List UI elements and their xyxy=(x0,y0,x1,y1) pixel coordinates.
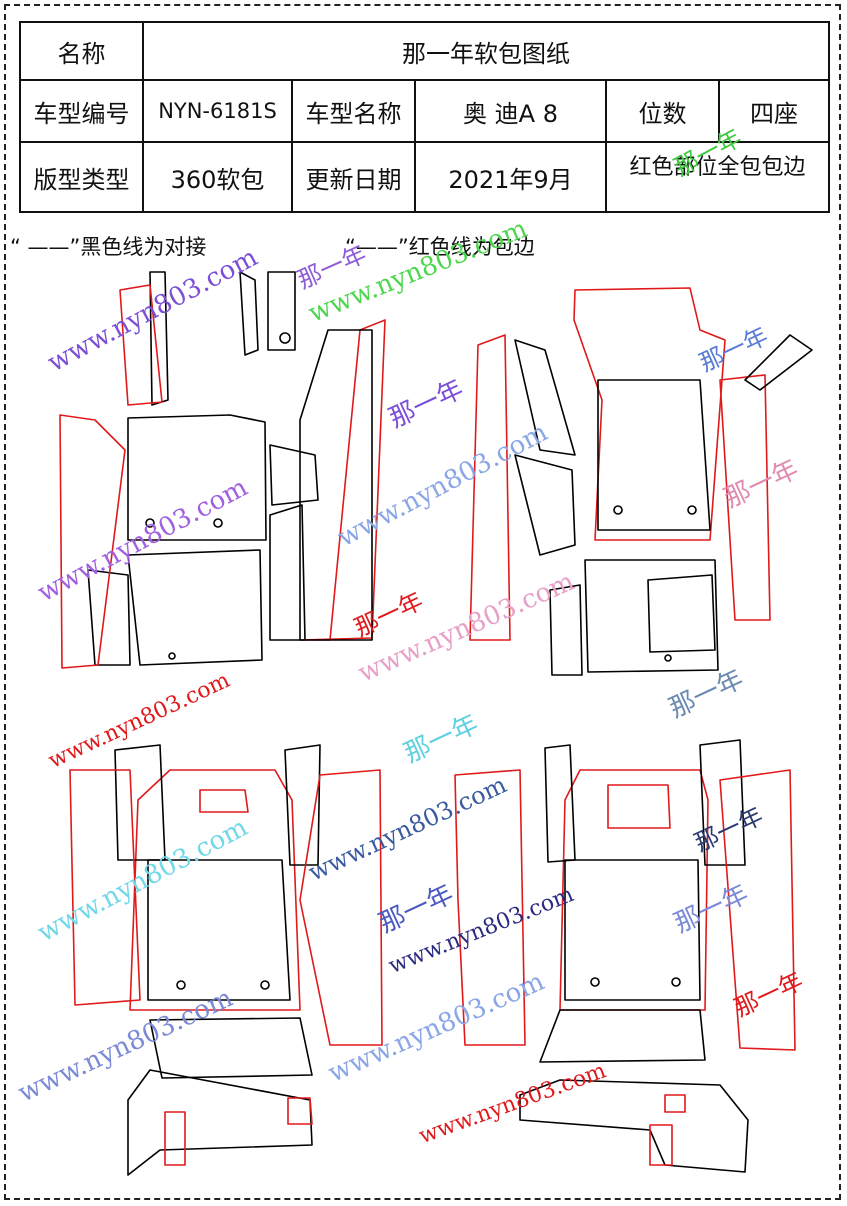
legend-red-line: “——”红色线为包边 xyxy=(345,235,535,259)
update-date: 2021年9月 xyxy=(414,141,607,213)
label-seats: 位数 xyxy=(605,79,720,143)
pattern-front-right xyxy=(469,287,813,676)
spec-table: 名称 那一年软包图纸 车型编号 NYN-6181S 车型名称 奥 迪A 8 位数… xyxy=(19,21,830,213)
pattern-type: 360软包 xyxy=(142,141,293,213)
label-model-name: 车型名称 xyxy=(291,79,416,143)
legend-black-line: “ ——”黑色线为对接 xyxy=(10,235,207,259)
label-update-date: 更新日期 xyxy=(291,141,416,213)
seat-count: 四座 xyxy=(718,79,830,143)
model-name: 奥 迪A 8 xyxy=(414,79,607,143)
pattern-rear-right xyxy=(454,739,796,1173)
label-model-code: 车型编号 xyxy=(19,79,144,143)
page-border xyxy=(4,4,841,1200)
edge-note: 红色部位全包包边 xyxy=(605,141,830,213)
drawing-title: 那一年软包图纸 xyxy=(142,21,830,81)
label-pattern-type: 版型类型 xyxy=(19,141,144,213)
pattern-rear-left xyxy=(69,744,383,1176)
label-name: 名称 xyxy=(19,21,144,81)
pattern-front-left xyxy=(59,271,386,669)
model-code: NYN-6181S xyxy=(142,79,293,143)
